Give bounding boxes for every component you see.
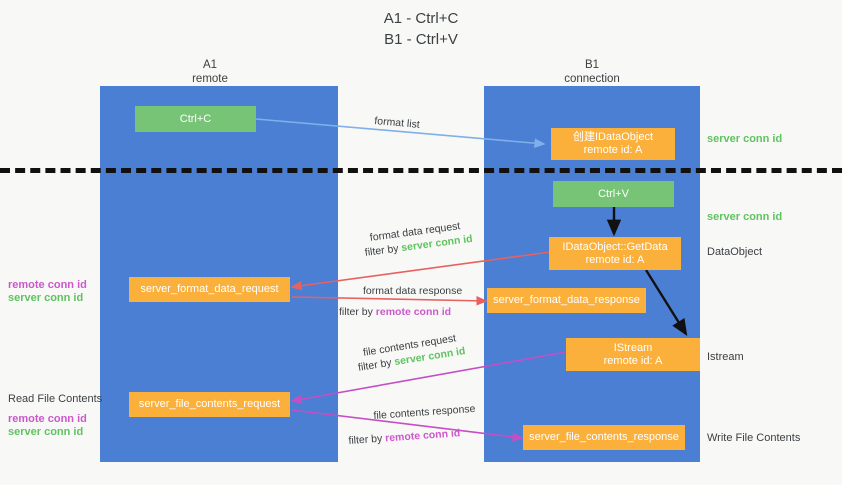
lane-header-b1: B1 connection	[564, 59, 620, 85]
remote-conn-id-text: remote conn id	[375, 306, 452, 318]
filter-prefix: filter by	[348, 432, 383, 447]
filter-prefix: filter by	[339, 306, 373, 318]
annotation-left-server-conn-id-1: server conn id	[8, 292, 84, 304]
node-server-file-contents-response[interactable]: server_file_contents_response	[523, 425, 685, 450]
edge-label-format-data-response-filter: filter by remote conn id	[339, 305, 451, 319]
annotation-right-server-conn-id-1: server conn id	[707, 133, 783, 145]
filter-prefix: filter by	[357, 356, 393, 374]
annotation-left-read-file-contents: Read File Contents	[8, 393, 103, 405]
page-title: A1 - Ctrl+C B1 - Ctrl+V	[383, 10, 459, 48]
node-server-format-data-request[interactable]: server_format_data_request	[129, 277, 290, 302]
annotation-right-istream: Istream	[707, 351, 744, 363]
node-create-dataobject[interactable]: 创建IDataObject remote id: A	[551, 128, 675, 160]
filter-prefix: filter by	[364, 242, 400, 259]
phase-divider	[0, 168, 842, 173]
node-ctrl-v[interactable]: Ctrl+V	[553, 181, 674, 207]
annotation-right-server-conn-id-2: server conn id	[707, 211, 783, 223]
annotation-right-write-file-contents: Write File Contents	[707, 432, 801, 444]
node-ctrl-c[interactable]: Ctrl+C	[135, 106, 256, 132]
edge-label-format-list: format list	[373, 114, 421, 131]
annotation-left-remote-conn-id-2: remote conn id	[8, 413, 87, 425]
node-server-file-contents-request[interactable]: server_file_contents_request	[129, 392, 290, 417]
node-istream[interactable]: IStream remote id: A	[566, 338, 700, 371]
annotation-left-server-conn-id-2: server conn id	[8, 426, 84, 438]
annotation-right-dataobject: DataObject	[707, 246, 763, 258]
lane-header-a1: A1 remote	[192, 59, 228, 85]
annotation-left-remote-conn-id-1: remote conn id	[8, 279, 87, 291]
edge-label-file-contents-response: file contents response	[373, 402, 476, 422]
edge-label-format-data-response: format data response	[363, 285, 463, 297]
edge-label-file-contents-response-filter: filter by remote conn id	[348, 426, 461, 448]
remote-conn-id-text: remote conn id	[384, 427, 461, 445]
node-getdata[interactable]: IDataObject::GetData remote id: A	[549, 237, 681, 270]
node-server-format-data-response[interactable]: server_format_data_response	[487, 288, 646, 313]
